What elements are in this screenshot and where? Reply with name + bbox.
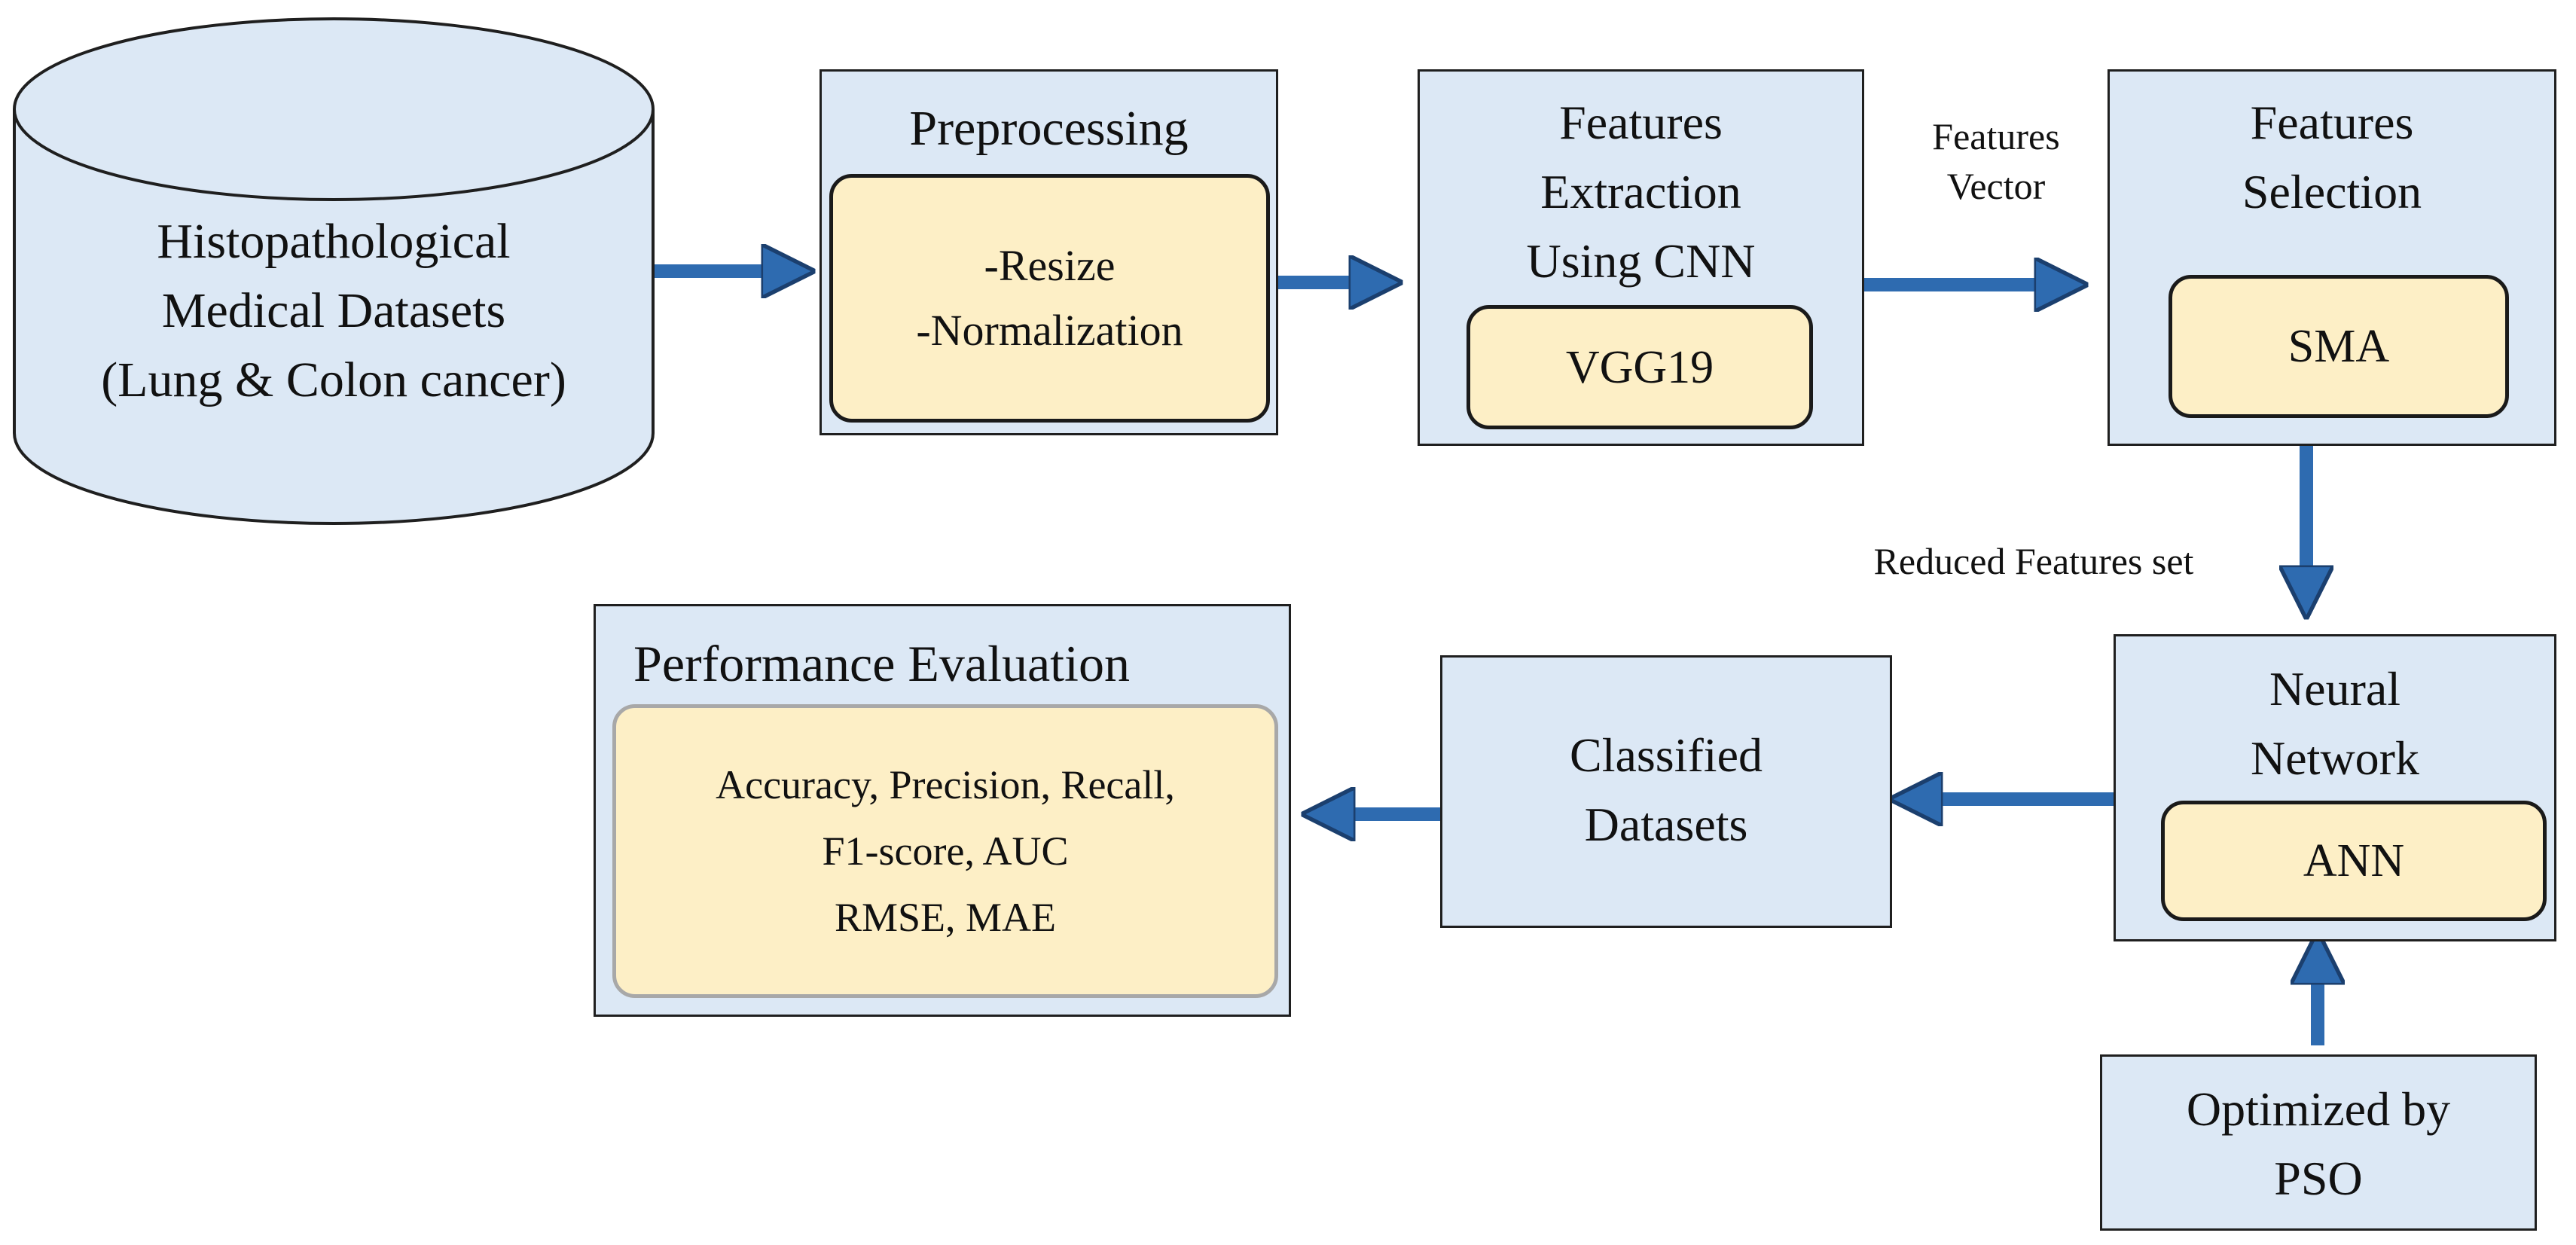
dataset-cylinder: Histopathological Medical Datasets (Lung… <box>11 15 657 527</box>
neural-network-title-line-2: Network <box>2251 731 2419 785</box>
vgg19-box: VGG19 <box>1467 305 1813 429</box>
classified-line-1: Classified <box>1570 728 1763 782</box>
feature-extraction-title-line-3: Using CNN <box>1526 234 1756 288</box>
optimizer-box: Optimized by PSO <box>2100 1054 2537 1231</box>
vgg19-label: VGG19 <box>1565 341 1714 393</box>
feature-extraction-box: Features Extraction Using CNN VGG19 <box>1418 69 1864 446</box>
performance-evaluation-title: Performance Evaluation <box>633 635 1130 692</box>
ann-box: ANN <box>2161 801 2547 921</box>
optimizer-text: Optimized by PSO <box>2102 1075 2535 1213</box>
neural-network-box: Neural Network ANN <box>2114 634 2556 941</box>
dataset-line-2: Medical Datasets <box>161 283 506 338</box>
metrics-line-1: Accuracy, Precision, Recall, <box>716 762 1175 807</box>
feature-extraction-title-line-2: Extraction <box>1540 165 1741 218</box>
feature-extraction-title-line-1: Features <box>1559 96 1723 149</box>
feature-selection-box: Features Selection SMA <box>2107 69 2556 446</box>
feature-selection-title-line-2: Selection <box>2242 165 2422 218</box>
sma-box: SMA <box>2169 275 2509 418</box>
features-vector-line-2: Vector <box>1946 165 2046 207</box>
metrics-line-3: RMSE, MAE <box>834 895 1057 940</box>
features-vector-line-1: Features <box>1932 115 2060 157</box>
preprocessing-box: Preprocessing -Resize -Normalization <box>819 69 1278 435</box>
classified-datasets-text: Classified Datasets <box>1442 721 1890 859</box>
preprocessing-steps: -Resize -Normalization <box>829 174 1270 423</box>
features-vector-label: Features Vector <box>1898 111 2094 211</box>
feature-selection-title: Features Selection <box>2110 88 2554 227</box>
dataset-line-1: Histopathological <box>157 214 511 269</box>
ann-label: ANN <box>2303 835 2405 886</box>
dataset-line-3: (Lung & Colon cancer) <box>101 352 566 407</box>
metrics-line-2: F1-score, AUC <box>822 828 1069 874</box>
neural-network-title-line-1: Neural <box>2269 662 2401 716</box>
preprocessing-title: Preprocessing <box>909 101 1189 156</box>
reduced-features-label: Reduced Features set <box>1873 540 2194 582</box>
optimizer-line-2: PSO <box>2274 1152 2363 1205</box>
optimizer-line-1: Optimized by <box>2186 1082 2451 1136</box>
classified-datasets-box: Classified Datasets <box>1440 655 1892 928</box>
feature-selection-title-line-1: Features <box>2250 96 2414 149</box>
preprocessing-step-resize: -Resize <box>984 241 1116 290</box>
classified-line-2: Datasets <box>1584 798 1748 851</box>
sma-label: SMA <box>2288 321 2390 372</box>
metrics-box: Accuracy, Precision, Recall, F1-score, A… <box>612 704 1278 998</box>
feature-extraction-title: Features Extraction Using CNN <box>1420 88 1862 296</box>
neural-network-title: Neural Network <box>2116 655 2554 793</box>
performance-evaluation-box: Performance Evaluation Accuracy, Precisi… <box>594 604 1291 1017</box>
preprocessing-step-normalization: -Normalization <box>916 306 1183 355</box>
cylinder-shape <box>13 17 655 525</box>
